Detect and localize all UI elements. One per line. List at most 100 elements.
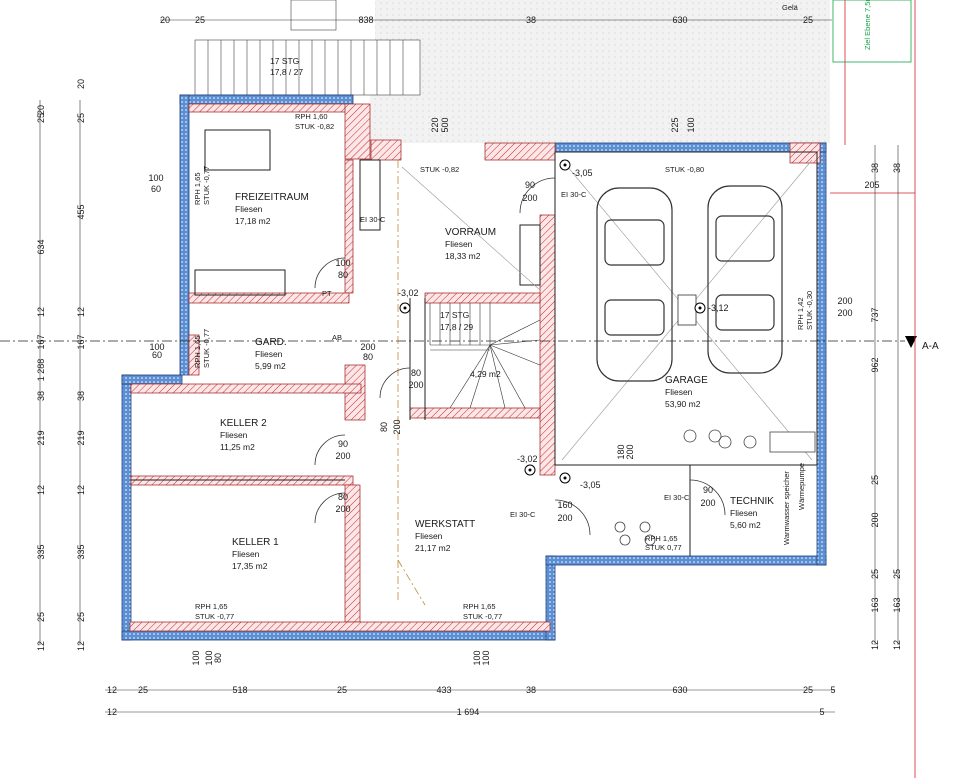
room-name-freizeitraum: FREIZEITRAUM bbox=[235, 192, 309, 203]
ab-label: AB bbox=[332, 333, 342, 342]
stair-top-steps: 17 STG bbox=[270, 56, 299, 66]
dimension-left_inner-1: 25 bbox=[76, 113, 86, 123]
dimension-right_inner-2: 25 bbox=[892, 569, 902, 579]
fire-door-labels: EI 30-C EI 30-C EI 30-C EI 30-C bbox=[360, 190, 690, 519]
section-label: A-A bbox=[922, 341, 939, 352]
note-rph-tech: RPH 1,65 bbox=[645, 534, 678, 543]
dimension-right_outer-3: 25 bbox=[870, 475, 880, 485]
room-floor-vorraum: Fliesen bbox=[445, 239, 473, 249]
dimension-openings-13: 200 bbox=[335, 504, 350, 514]
room-name-technik: TECHNIK bbox=[730, 496, 774, 507]
dimension-right_inner-0: 38 bbox=[892, 163, 902, 173]
dimension-left_inner-3: 12 bbox=[76, 307, 86, 317]
room-name-keller1: KELLER 1 bbox=[232, 537, 279, 548]
note-stuk-garage-top: STUK -0,80 bbox=[665, 165, 704, 174]
room-floor-keller1: Fliesen bbox=[232, 549, 260, 559]
level-4: -3,05 bbox=[580, 480, 601, 490]
room-labels: FREIZEITRAUM Fliesen 17,18 m2 VORRAUM Fl… bbox=[220, 192, 774, 571]
room-area-garage: 53,90 m2 bbox=[665, 399, 701, 409]
level-1: -3,05 bbox=[572, 168, 593, 178]
dimension-bottom1-1: 25 bbox=[138, 685, 148, 695]
dimension-openings-21: 200 bbox=[557, 513, 572, 523]
car-right-icon bbox=[707, 185, 783, 374]
dimension-bottom1-2: 518 bbox=[232, 685, 247, 695]
note-rph-keller1: RPH 1,65 bbox=[195, 602, 228, 611]
room-area-werkstatt: 21,17 m2 bbox=[415, 543, 451, 553]
dimension-left_outer-8: 12 bbox=[36, 485, 46, 495]
note-rph-garage: RPH 1,42 bbox=[796, 297, 805, 330]
dimension-right_inner-3: 163 bbox=[892, 597, 902, 612]
dimension-openings-32: 100 bbox=[472, 650, 482, 665]
room-floor-freizeitraum: Fliesen bbox=[235, 204, 263, 214]
dimension-right_inner-1: 205 bbox=[864, 180, 879, 190]
dimension-left_inner-6: 219 bbox=[76, 430, 86, 445]
zielebene-label: Ziel Ebene 7,5m bbox=[863, 0, 872, 50]
room-area-keller1: 17,35 m2 bbox=[232, 561, 268, 571]
dimension-right_outer-7: 12 bbox=[870, 640, 880, 650]
dimension-openings-4: 100 bbox=[204, 650, 214, 665]
dimension-right_outer-4: 200 bbox=[870, 512, 880, 527]
stair-inner bbox=[429, 303, 541, 409]
stair-top-ratio: 17,8 / 27 bbox=[270, 67, 303, 77]
dimension-openings-18: 80 bbox=[379, 422, 389, 432]
misc-labels: Ziel Ebene 7,5m Gelä PT AB Wärmepumpe Wa… bbox=[322, 0, 872, 545]
fire-door-2: EI 30-C bbox=[510, 510, 536, 519]
dimension-left_outer-10: 25 bbox=[36, 612, 46, 622]
dimension-openings-33: 100 bbox=[481, 650, 491, 665]
dimension-left_inner-5: 38 bbox=[76, 391, 86, 401]
room-area-gard: 5,99 m2 bbox=[255, 361, 286, 371]
room-name-gard: GARD. bbox=[255, 337, 287, 348]
dimension-left_inner-2: 455 bbox=[76, 204, 86, 219]
dimension-openings-31: 100 bbox=[686, 117, 696, 132]
dimension-left_outer-0: 20 bbox=[36, 105, 46, 115]
room-floor-werkstatt: Fliesen bbox=[415, 531, 443, 541]
dimension-left_outer-9: 335 bbox=[36, 544, 46, 559]
dimension-left_outer-6: 38 bbox=[36, 391, 46, 401]
dimension-left_inner-9: 25 bbox=[76, 612, 86, 622]
dimension-left_inner-10: 12 bbox=[76, 641, 86, 651]
bicycles-icon bbox=[614, 429, 757, 546]
door-swings bbox=[314, 177, 726, 536]
level-3: -3,02 bbox=[517, 454, 538, 464]
pt-label: PT bbox=[322, 289, 332, 298]
note-rph-west1: RPH 1,65 bbox=[193, 172, 202, 205]
level-5: -3,12 bbox=[708, 303, 729, 313]
room-area-technik: 5,60 m2 bbox=[730, 520, 761, 530]
dimension-openings-1: 60 bbox=[151, 184, 161, 194]
dimension-openings-28: 220 bbox=[430, 117, 440, 132]
exterior-area bbox=[194, 0, 830, 143]
dimension-left_inner-4: 167 bbox=[76, 334, 86, 349]
dimension-openings-20: 160 bbox=[557, 500, 572, 510]
dimension-left_outer-4: 167 bbox=[36, 334, 46, 349]
fire-door-4: EI 30-C bbox=[360, 215, 386, 224]
window-notes: RPH 1,60 STUK -0,82 STUK -0,82 STUK -0,8… bbox=[193, 112, 814, 621]
dimension-top-5: 25 bbox=[803, 15, 813, 25]
dimension-bottom1-5: 38 bbox=[526, 685, 536, 695]
dimension-bottom_total-2: 5 bbox=[819, 707, 824, 717]
note-stuk-keller1: STUK -0,77 bbox=[195, 612, 234, 621]
dimension-right_outer-0: 38 bbox=[870, 163, 880, 173]
dimension-bottom1-0: 12 bbox=[107, 685, 117, 695]
dimension-openings-26: 200 bbox=[837, 296, 852, 306]
dimension-left_outer-11: 12 bbox=[36, 641, 46, 651]
dimension-top-3: 38 bbox=[526, 15, 536, 25]
note-stuk-tech: STUK 0,77 bbox=[645, 543, 682, 552]
dim-right-inner: 38 205 25 163 12 bbox=[864, 163, 902, 650]
fire-door-1: EI 30-C bbox=[561, 190, 587, 199]
dimension-openings-34: 100 bbox=[191, 650, 201, 665]
dimension-openings-5: 80 bbox=[213, 653, 223, 663]
exterior-walls bbox=[121, 94, 827, 641]
dimension-openings-10: 90 bbox=[338, 439, 348, 449]
dimension-openings-23: 200 bbox=[700, 498, 715, 508]
dimension-left_inner-8: 335 bbox=[76, 544, 86, 559]
interior-partitions bbox=[131, 129, 818, 556]
stair-inner-steps: 17 STG bbox=[440, 310, 469, 320]
dimension-top-0: 20 bbox=[160, 15, 170, 25]
room-name-garage: GARAGE bbox=[665, 375, 708, 386]
